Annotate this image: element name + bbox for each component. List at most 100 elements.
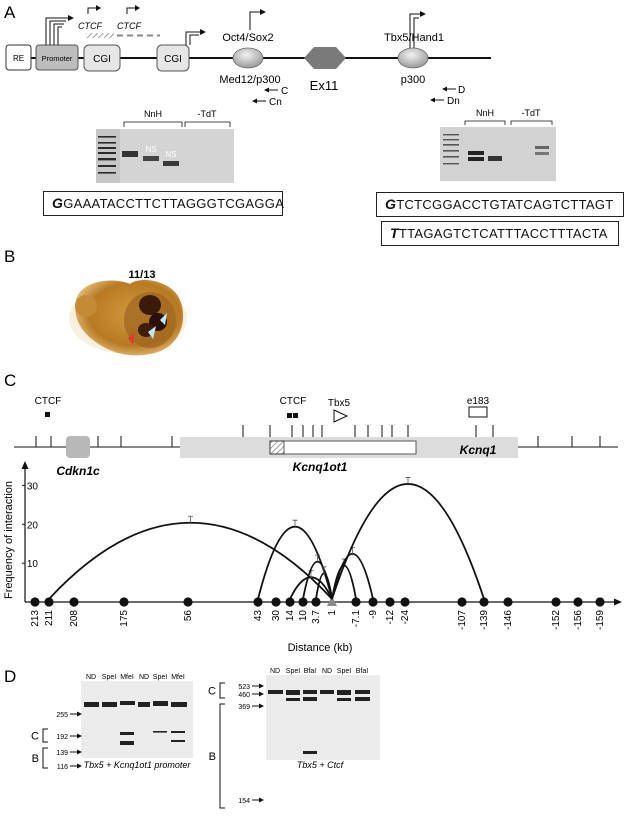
marker-label: 523 (238, 684, 250, 691)
marker-label: 255 (56, 712, 68, 719)
cgi-label-2: CGI (164, 54, 182, 65)
ctcf-mid-label: CTCF (280, 396, 307, 407)
cdkn1c-label: Cdkn1c (56, 464, 100, 478)
sequence-right-1-first: G (385, 196, 397, 212)
interaction-point (400, 597, 410, 607)
med12-p300-label: Med12/p300 (219, 74, 280, 86)
cgi-element-1: CGI (83, 44, 121, 72)
marker-label: 116 (57, 764, 68, 771)
x-tick-label: -9 (368, 610, 379, 619)
gel-a-left-ns-1: NS (145, 145, 156, 154)
ctcf-mid-site-2 (293, 413, 298, 418)
anchor-point (327, 596, 337, 606)
oct4-arrow (249, 11, 260, 30)
interaction-chart: Frequency of interaction Distance (kb) 1… (3, 461, 622, 654)
lane-label: BfaI (304, 668, 317, 675)
error-bar (292, 519, 298, 529)
promoter-element: Promoter (35, 15, 79, 71)
x-tick-label: 14 (285, 610, 296, 622)
panel-a-label: A (4, 3, 16, 22)
x-tick-label: -156 (573, 610, 584, 630)
error-bar (405, 477, 411, 486)
e183-site (468, 406, 488, 418)
tbx5-hand1-arrow (420, 11, 426, 17)
interaction-point (298, 597, 308, 607)
p300-site (397, 47, 429, 69)
e183-label: e183 (467, 396, 490, 407)
kcnq1ot1-label: Kcnq1ot1 (293, 460, 348, 474)
gel-a-right: NnH -TdT (440, 108, 556, 181)
lane-label: SpeI (286, 668, 300, 675)
x-tick-label: -159 (595, 610, 606, 630)
interaction-arc (48, 521, 333, 600)
primer-d-label: D (458, 85, 465, 96)
x-tick-label: 30 (271, 610, 282, 622)
med12-p300-site (232, 47, 264, 69)
lane-label: MfeI (120, 674, 134, 681)
interaction-point (271, 597, 281, 607)
band-c-label: C (31, 731, 39, 743)
ex11-label: Ex11 (310, 78, 339, 93)
x-tick-label: 175 (119, 610, 130, 627)
x-tick-label: -24 (400, 610, 411, 625)
interaction-point (30, 597, 40, 607)
x-tick-label: 213 (30, 610, 41, 627)
interaction-point (551, 597, 561, 607)
x-tick-label: 3.7 (311, 610, 322, 624)
x-axis-title: Distance (kb) (288, 642, 353, 654)
y-tick-label: 20 (27, 520, 39, 531)
interaction-arc (289, 576, 333, 600)
panel-b-label: B (4, 247, 15, 266)
cdkn1c-gene (66, 436, 90, 458)
restriction-sites (35, 425, 601, 447)
x-tick-label: -12 (385, 610, 396, 625)
interaction-point (183, 597, 193, 607)
lane-label: ND (270, 668, 280, 675)
primer-dn-label: Dn (447, 96, 460, 107)
marker-label: 139 (56, 750, 68, 757)
band-b-label: B (32, 753, 39, 765)
bracket-c (219, 682, 225, 699)
cgi-element-2: CGI (156, 29, 206, 72)
lane-label: BfaI (356, 668, 369, 675)
error-bar (188, 515, 193, 525)
ctcf-left-site (45, 412, 50, 417)
primer-c-label: C (281, 86, 288, 97)
interaction-point (503, 597, 513, 607)
gel-a-right-tdt: -TdT (522, 108, 542, 118)
interaction-point (285, 597, 295, 607)
bracket-b (219, 703, 225, 809)
ctcf-label-2: CTCF (117, 21, 141, 31)
gel-d-right-caption: Tbx5 + Ctcf (297, 760, 345, 770)
x-tick-label: 208 (69, 610, 80, 627)
kcnq1-label: Kcnq1 (460, 443, 497, 457)
interaction-point (44, 597, 54, 607)
kcnq1ot1-transcript (269, 440, 417, 455)
lane-label: MfeI (171, 674, 185, 681)
band-c-label: C (208, 686, 216, 698)
gel-d-left-caption: Tbx5 + Kcnq1ot1 promoter (84, 760, 192, 770)
ex11-element (304, 47, 346, 69)
interaction-point (457, 597, 467, 607)
interaction-point (69, 597, 79, 607)
promoter-label: Promoter (42, 54, 73, 63)
x-tick-label: 10 (298, 610, 309, 622)
interaction-point (119, 597, 129, 607)
gel-d-left-bands (84, 701, 187, 745)
marker-label: 192 (56, 734, 68, 741)
lane-label: ND (139, 674, 149, 681)
cgi-label-1: CGI (93, 54, 111, 65)
tbx5-hand1-label: Tbx5/Hand1 (384, 32, 444, 44)
x-tick-label: -139 (479, 610, 490, 630)
error-bar (321, 566, 327, 575)
lane-label: SpeI (153, 674, 167, 681)
sequence-left: GGAAATACCTTCTTAGGGTCGAGGA (43, 191, 284, 216)
gel-a-right-nnh: NnH (476, 108, 494, 118)
interaction-point (573, 597, 583, 607)
interaction-point (385, 597, 395, 607)
embryo-image (69, 280, 187, 356)
panel-b-count: 11/13 (129, 269, 156, 281)
x-tick-label: 211 (44, 610, 55, 626)
x-tick-label: 43 (253, 610, 264, 622)
